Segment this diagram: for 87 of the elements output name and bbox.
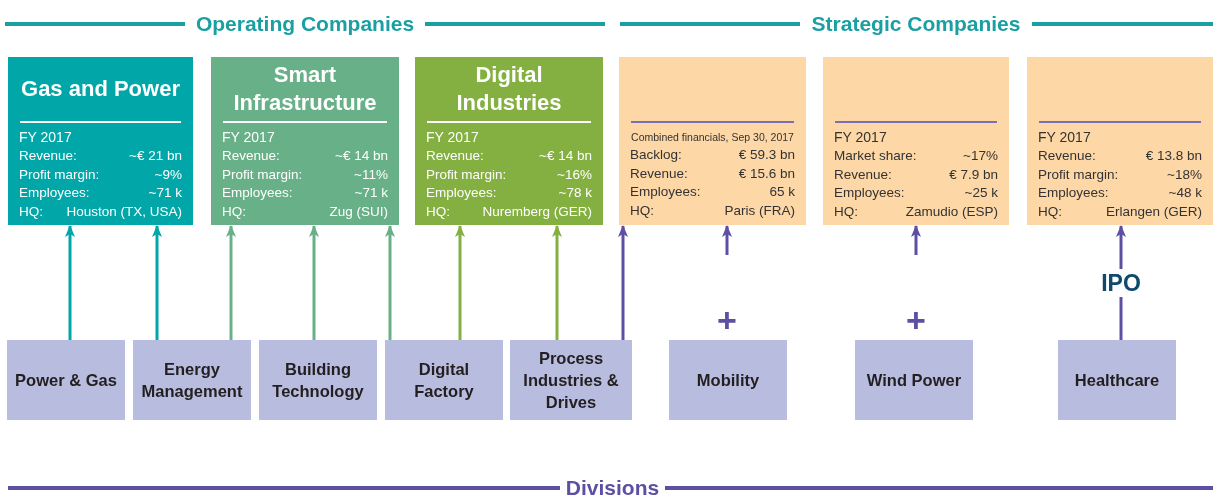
- field-value: ~25 k: [964, 184, 998, 202]
- division-box: Power & Gas: [7, 340, 125, 420]
- division-box: Mobility: [669, 340, 787, 420]
- field-label: Employees:: [834, 184, 905, 202]
- field-value: Paris (FRA): [724, 201, 795, 220]
- field-label: Revenue:: [834, 165, 892, 184]
- field-label: HQ:: [630, 201, 654, 220]
- edge-label: IPO: [1099, 268, 1143, 297]
- field-label: Backlog:: [630, 146, 682, 164]
- arrow: [618, 225, 628, 340]
- field-value: ~71 k: [354, 184, 388, 202]
- field-value: ~€ 14 bn: [335, 147, 388, 165]
- arrow: [911, 225, 921, 255]
- company-card: [8, 57, 193, 225]
- division-box: Digital Factory: [385, 340, 503, 420]
- field-label: Revenue:: [630, 164, 688, 183]
- arrow: [722, 225, 732, 255]
- field-label: Profit margin:: [426, 165, 507, 184]
- field-label: Employees:: [1038, 184, 1109, 202]
- section-heading: Operating Companies: [194, 11, 416, 37]
- field-value: € 7.9 bn: [949, 165, 998, 184]
- division-box: Process Industries & Drives: [510, 340, 632, 420]
- arrow: [152, 225, 162, 340]
- field-label: Profit margin:: [1038, 165, 1119, 184]
- field-label: Employees:: [19, 184, 90, 202]
- section-heading: Divisions: [564, 475, 661, 498]
- plus-sign: +: [906, 303, 926, 337]
- card-title: Smart Infrastructure: [232, 61, 378, 117]
- field-value: ~17%: [963, 147, 998, 165]
- field-label: HQ:: [222, 202, 246, 221]
- field-value: 65 k: [769, 183, 795, 201]
- field-value: Erlangen (GER): [1105, 202, 1202, 221]
- field-label: Employees:: [630, 183, 701, 201]
- field-label: Revenue:: [426, 147, 484, 165]
- card-title: Gas and Power: [21, 75, 180, 103]
- plus-sign: +: [717, 303, 737, 337]
- field-label: Employees:: [222, 184, 293, 202]
- field-value: ~16%: [557, 165, 592, 184]
- card-subtitle: FY 2017: [1038, 128, 1092, 147]
- division-box: Wind Power: [855, 340, 973, 420]
- field-value: ~18%: [1167, 165, 1202, 184]
- strategic-company-card: [619, 57, 806, 225]
- field-value: ~48 k: [1168, 184, 1202, 202]
- field-value: € 15.6 bn: [738, 164, 795, 183]
- field-value: ~78 k: [558, 184, 592, 202]
- field-value: € 13.8 bn: [1145, 147, 1202, 165]
- strategic-company-card: [823, 57, 1009, 225]
- field-value: € 59.3 bn: [738, 146, 795, 164]
- arrow: [309, 225, 319, 340]
- field-label: HQ:: [834, 202, 858, 221]
- field-label: Employees:: [426, 184, 497, 202]
- field-value: ~71 k: [148, 184, 182, 202]
- card-subtitle: FY 2017: [19, 128, 73, 147]
- field-value: Nuremberg (GER): [482, 202, 592, 221]
- field-label: Revenue:: [1038, 147, 1096, 165]
- field-label: Profit margin:: [222, 165, 303, 184]
- strategic-company-card: [1027, 57, 1213, 225]
- field-label: Revenue:: [19, 147, 77, 165]
- arrow: [226, 225, 236, 340]
- section-heading: Strategic Companies: [810, 11, 1022, 37]
- field-label: Revenue:: [222, 147, 280, 165]
- field-label: HQ:: [19, 202, 43, 221]
- field-value: ~€ 21 bn: [129, 147, 182, 165]
- card-title: Digital Industries: [455, 61, 563, 117]
- arrow: [65, 225, 75, 340]
- card-subtitle: FY 2017: [834, 128, 888, 147]
- arrow: [455, 225, 465, 340]
- company-card: [415, 57, 603, 225]
- division-box: Building Technology: [259, 340, 377, 420]
- division-box: Healthcare: [1058, 340, 1176, 420]
- field-value: Houston (TX, USA): [66, 202, 182, 221]
- field-label: HQ:: [426, 202, 450, 221]
- field-label: HQ:: [1038, 202, 1062, 221]
- card-subtitle: FY 2017: [426, 128, 480, 147]
- arrow: [552, 225, 562, 340]
- card-subtitle: FY 2017: [222, 128, 276, 147]
- card-subtitle: Combined financials, Sep 30, 2017: [630, 130, 795, 145]
- field-value: ~9%: [154, 165, 182, 184]
- field-label: Market share:: [834, 147, 917, 165]
- arrow: [385, 225, 395, 340]
- field-label: Profit margin:: [19, 165, 100, 184]
- division-box: Energy Management: [133, 340, 251, 420]
- company-card: [211, 57, 399, 225]
- field-value: ~11%: [354, 165, 388, 184]
- field-value: Zug (SUI): [329, 202, 388, 221]
- field-value: Zamudio (ESP): [905, 202, 998, 221]
- field-value: ~€ 14 bn: [539, 147, 592, 165]
